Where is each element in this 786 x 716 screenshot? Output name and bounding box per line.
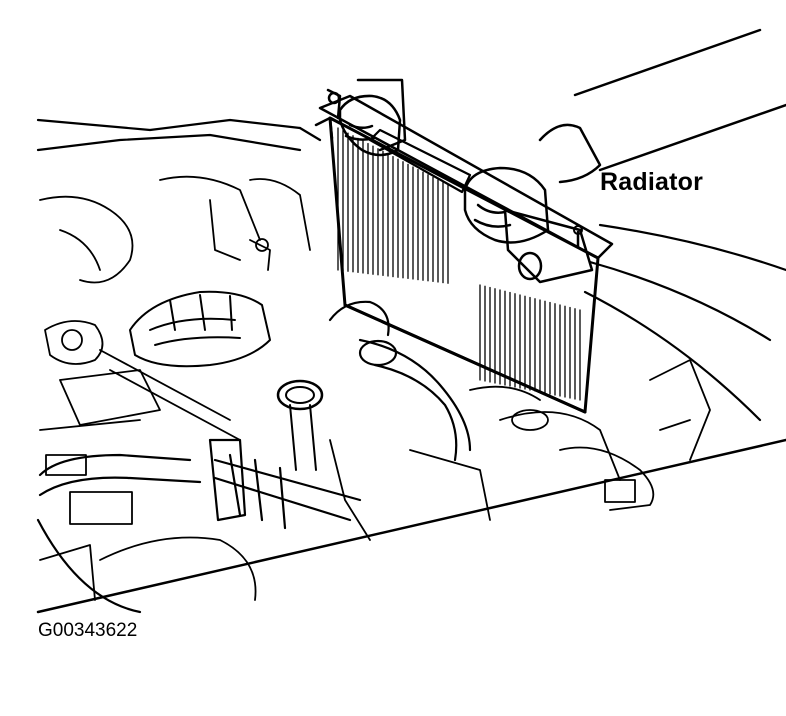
left-hand [338,78,407,157]
figure-id: G00343622 [38,620,138,641]
intake-manifold [129,290,324,471]
right-arm [368,28,786,244]
hoses [38,300,472,530]
radiator-bracket [314,88,342,140]
radiator-fins-right [479,284,581,401]
radiator-callout-label: Radiator [600,168,704,196]
engine-detail [39,175,711,601]
radiator-fins-left [337,127,449,284]
engine-bay-outline [36,118,786,614]
radiator [318,94,614,414]
